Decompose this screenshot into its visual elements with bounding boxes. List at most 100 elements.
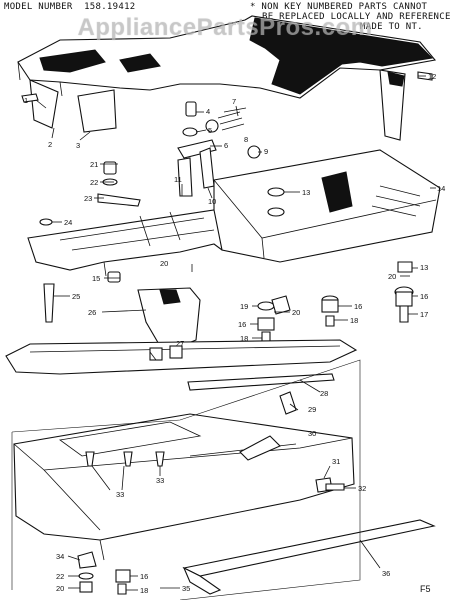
callout-27: 27	[176, 339, 184, 348]
callout-19: 19	[240, 302, 248, 311]
callout-18a: 18	[350, 316, 358, 325]
callout-13: 13	[302, 188, 310, 197]
screw-part-33a	[85, 451, 95, 467]
callout-9: 9	[264, 147, 268, 156]
foot-part-16e	[257, 317, 275, 331]
base-case-part	[13, 413, 355, 561]
notice-line-3: MADE TO NT.	[360, 22, 423, 32]
callout-8: 8	[244, 135, 248, 144]
callout-5: 5	[208, 126, 212, 135]
callout-16c: 16	[238, 320, 246, 329]
spring-part-7	[217, 107, 247, 131]
callout-33a: 33	[116, 490, 124, 499]
spool-part-8	[205, 119, 219, 133]
callout-34: 34	[56, 552, 64, 561]
shaft-part-10	[199, 147, 215, 189]
washer-part-5	[182, 127, 198, 137]
lid-part-36	[182, 519, 436, 577]
callout-22b: 22	[56, 572, 64, 581]
callout-31: 31	[332, 457, 340, 466]
callout-16d: 16	[140, 572, 148, 581]
knob-part-4	[185, 101, 197, 117]
callout-4: 4	[206, 107, 210, 116]
callout-23: 23	[84, 194, 92, 203]
callout-6: 6	[224, 141, 228, 150]
screw-part-33c	[155, 451, 165, 467]
grommet-part-13a	[267, 187, 285, 197]
cover-leg-shadow	[387, 71, 405, 87]
cover-leg-right	[379, 69, 406, 141]
callout-36: 36	[382, 569, 390, 578]
callout-11: 11	[174, 175, 182, 184]
lever-part-6	[177, 139, 217, 159]
washer-part-19	[257, 301, 275, 311]
callout-26: 26	[88, 308, 96, 317]
model-number-label: MODEL NUMBER 158.19412	[4, 2, 136, 12]
bolt-part-21	[103, 161, 117, 175]
bracket-part-11	[177, 157, 193, 197]
washer-part-22b	[78, 572, 94, 580]
callout-25: 25	[72, 292, 80, 301]
arm-part-26	[137, 287, 201, 349]
screw-part-18	[325, 315, 335, 327]
nut-part-15	[107, 271, 121, 283]
plate-edge	[29, 345, 341, 353]
screw-part-18c	[117, 583, 127, 595]
callout-28: 28	[320, 389, 328, 398]
top-cover-part	[17, 15, 437, 99]
bracket-part-34	[77, 551, 97, 569]
callout-2: 2	[48, 140, 52, 149]
callout-20c: 20	[160, 259, 168, 268]
cover-arm-left	[29, 79, 59, 129]
model-number-value: 158.19412	[84, 2, 136, 12]
rod-part-28b	[187, 373, 335, 391]
callout-20a: 20	[292, 308, 300, 317]
callout-18c: 18	[140, 586, 148, 595]
screw-part-33b	[123, 451, 133, 467]
window-cover-part	[77, 89, 117, 133]
washer-part-24	[39, 218, 53, 226]
callout-15: 15	[92, 274, 100, 283]
callout-16a: 16	[420, 292, 428, 301]
callout-12: 12	[428, 72, 436, 81]
callout-33b: 33	[156, 476, 164, 485]
notice-line-2: BE REPLACED LOCALLY AND REFERENCE	[262, 12, 450, 22]
screw-part-17	[399, 305, 409, 323]
callout-14: 14	[437, 184, 445, 193]
housing-part-14	[213, 149, 441, 263]
nut-part-20b	[79, 581, 93, 593]
callout-24: 24	[64, 218, 72, 227]
grommet-part-13b	[267, 207, 285, 217]
base-group-outline	[11, 359, 361, 600]
callout-16b: 16	[354, 302, 362, 311]
callout-32: 32	[358, 484, 366, 493]
bushing-part-13c	[397, 261, 413, 273]
screw-part-27b	[169, 345, 183, 359]
callout-13b: 13	[420, 263, 428, 272]
callout-17: 17	[420, 310, 428, 319]
screw-1	[21, 93, 39, 103]
callout-30: 30	[308, 429, 316, 438]
callout-29: 29	[308, 405, 316, 414]
foot-part-16d	[321, 299, 339, 313]
notice-line-1: * NON KEY NUMBERED PARTS CANNOT	[250, 2, 428, 12]
bracket-part-20	[271, 295, 291, 315]
callout-3: 3	[76, 141, 80, 150]
screw-part-32	[325, 483, 345, 491]
foot-part-16f	[115, 569, 131, 583]
leader-lines	[35, 75, 436, 591]
callout-21: 21	[90, 160, 98, 169]
callout-22a: 22	[90, 178, 98, 187]
foot-part-16b	[395, 291, 413, 307]
model-label-text: MODEL NUMBER	[4, 2, 73, 12]
callout-1: 1	[24, 96, 28, 105]
callout-7: 7	[232, 97, 236, 106]
callout-20b: 20	[388, 272, 396, 281]
screw-part-25	[43, 283, 55, 323]
figure-label: F5	[420, 584, 431, 594]
callout-18b: 18	[240, 334, 248, 343]
clip-part-23	[97, 193, 141, 207]
callout-20d: 20	[56, 584, 64, 593]
